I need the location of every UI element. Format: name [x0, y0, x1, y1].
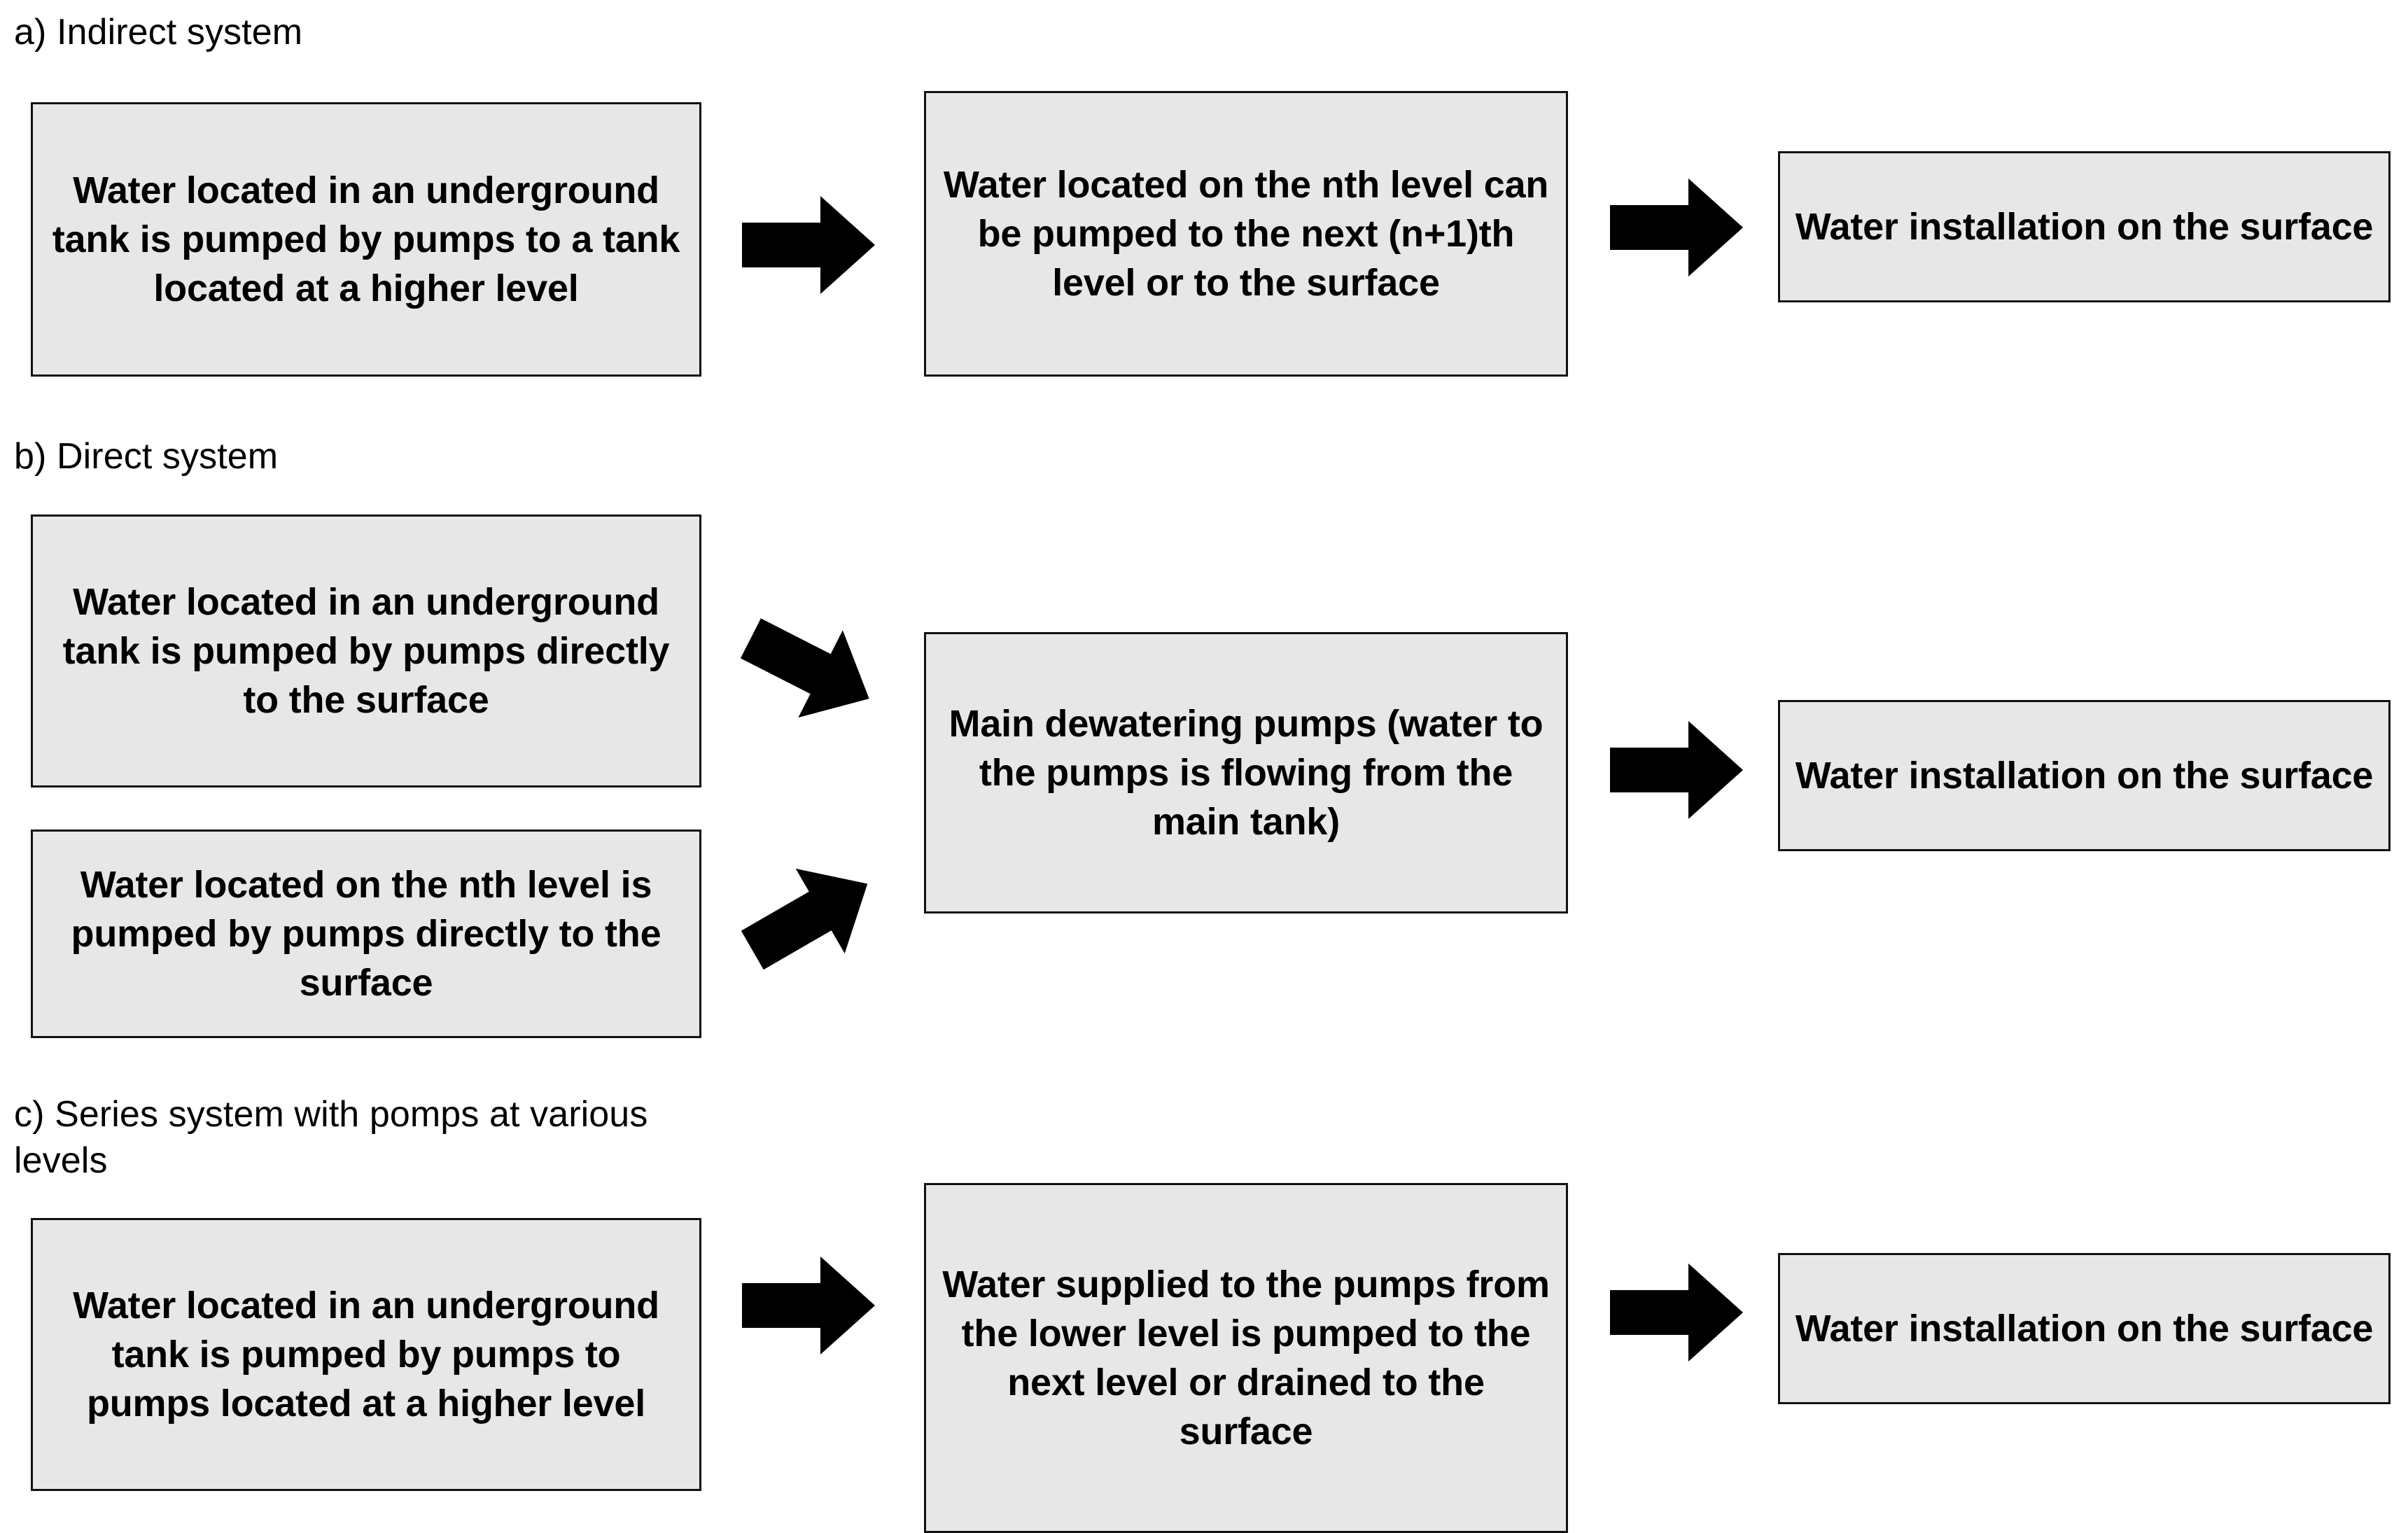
arrow-right-c1 [742, 1256, 875, 1354]
arrow-right-c2 [1610, 1264, 1743, 1362]
process-box-b2: Water located on the nth level is pumped… [31, 830, 701, 1038]
process-box-c3-text: Water installation on the surface [1795, 1307, 2374, 1350]
process-box-b1: Water located in an underground tank is … [31, 514, 701, 788]
arrow-right-b3 [1610, 721, 1743, 819]
process-box-b3: Main dewatering pumps (water to the pump… [924, 632, 1568, 913]
process-box-c1: Water located in an underground tank is … [31, 1218, 701, 1491]
process-box-a3: Water installation on the surface [1778, 151, 2390, 302]
arrow-right-a1 [742, 196, 875, 294]
process-box-b2-text: Water located on the nth level is pumped… [71, 863, 662, 1004]
process-box-c2: Water supplied to the pumps from the low… [924, 1183, 1568, 1533]
arrow-right-a2 [1610, 178, 1743, 276]
arrow-down-right-b1 [729, 595, 892, 743]
process-box-c2-text: Water supplied to the pumps from the low… [942, 1263, 1550, 1453]
section-caption-c: c) Series system with pomps at various l… [14, 1094, 648, 1181]
section-caption-a: a) Indirect system [14, 12, 303, 52]
process-box-b3-text: Main dewatering pumps (water to the pump… [948, 702, 1544, 844]
process-box-a2-text: Water located on the nth level can be pu… [943, 163, 1549, 304]
process-box-b4-text: Water installation on the surface [1795, 754, 2374, 797]
arrow-up-right-b2 [728, 841, 892, 993]
section-caption-b: b) Direct system [14, 436, 279, 477]
process-box-a2: Water located on the nth level can be pu… [924, 91, 1568, 377]
process-box-b4: Water installation on the surface [1778, 700, 2390, 851]
process-box-a1: Water located in an underground tank is … [31, 102, 701, 377]
process-box-b1-text: Water located in an underground tank is … [62, 580, 670, 722]
process-box-a3-text: Water installation on the surface [1795, 205, 2374, 248]
process-box-a1-text: Water located in an underground tank is … [52, 169, 680, 310]
process-box-c1-text: Water located in an underground tank is … [73, 1284, 659, 1425]
process-box-c3: Water installation on the surface [1778, 1253, 2390, 1404]
